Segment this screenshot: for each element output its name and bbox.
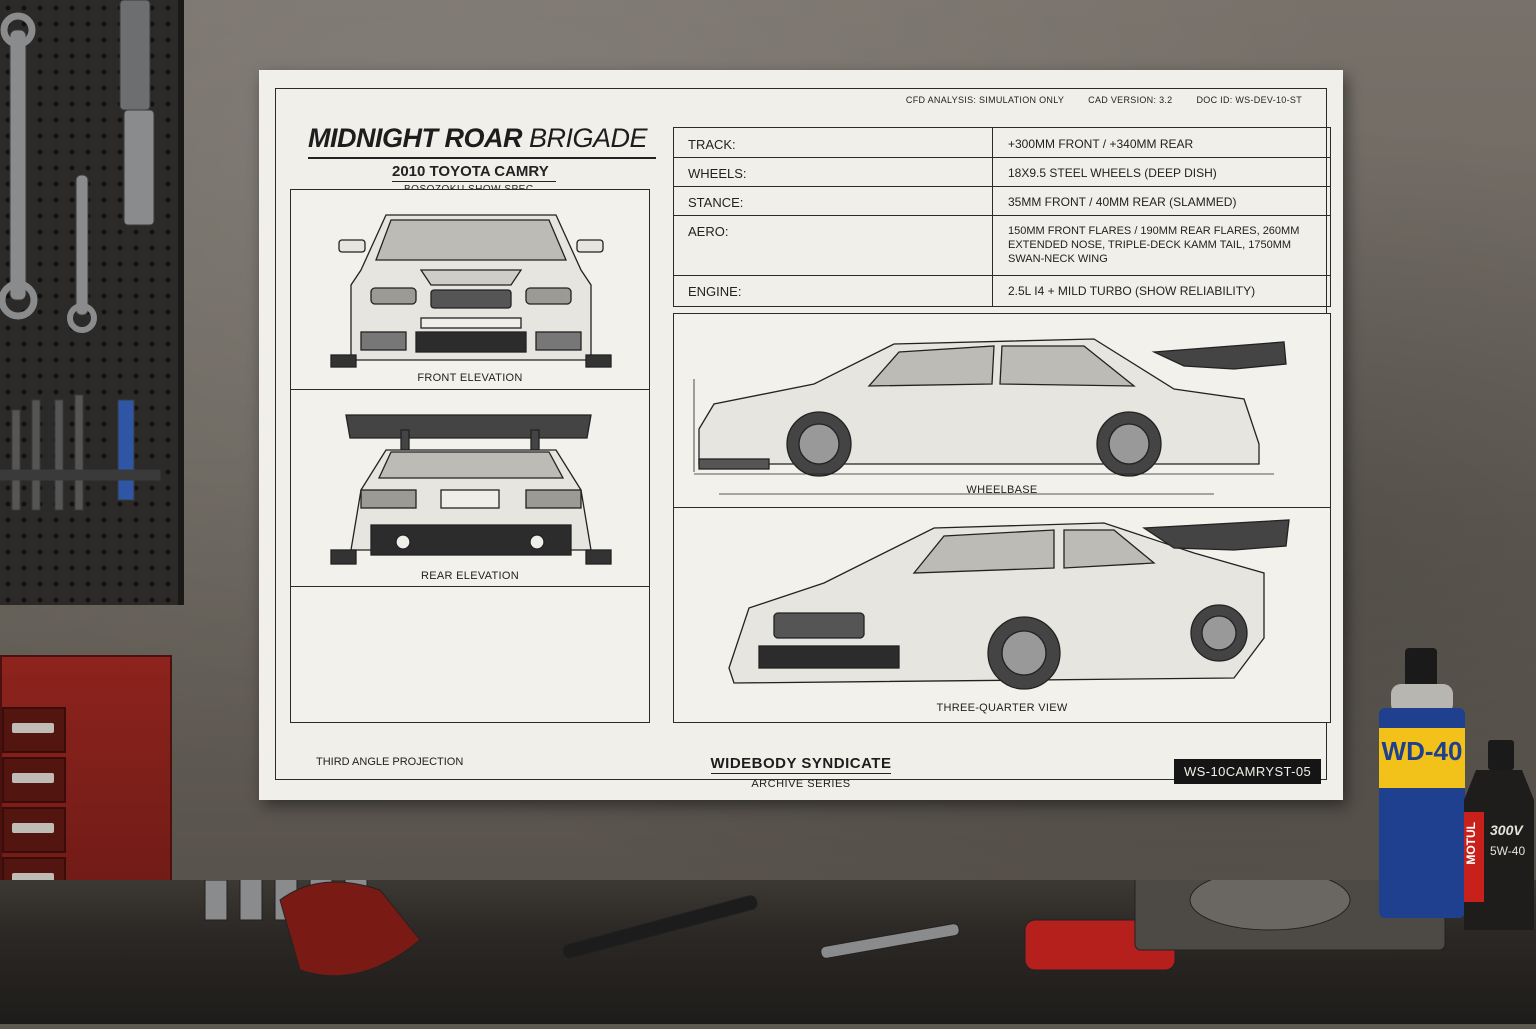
spec-key: AERO: xyxy=(688,224,729,239)
spec-row-wheels: WHEELS: 18X9.5 STEEL WHEELS (DEEP DISH) xyxy=(674,157,1330,187)
spec-row-stance: STANCE: 35MM FRONT / 40MM REAR (SLAMMED) xyxy=(674,186,1330,216)
series-name: ARCHIVE SERIES xyxy=(751,778,851,790)
tool-pegboard xyxy=(0,0,184,605)
spec-value: 18X9.5 STEEL WHEELS (DEEP DISH) xyxy=(1008,166,1217,180)
hanging-tools xyxy=(0,0,161,511)
cfd-note: CFD ANALYSIS: SIMULATION ONLY xyxy=(905,95,1065,105)
spec-key: WHEELS: xyxy=(688,166,747,181)
spec-value: 2.5L I4 + MILD TURBO (SHOW RELIABILITY) xyxy=(1008,284,1256,298)
three-quarter-drawing xyxy=(728,519,1290,690)
poster-frame: CFD ANALYSIS: SIMULATION ONLY CAD VERSIO… xyxy=(275,88,1331,790)
wheelbase-label: WHEELBASE xyxy=(966,484,1038,496)
brand-underline xyxy=(308,157,656,159)
drawer-handle xyxy=(12,773,54,783)
spec-value: 35MM FRONT / 40MM REAR (SLAMMED) xyxy=(1008,195,1237,209)
blueprint-poster: CFD ANALYSIS: SIMULATION ONLY CAD VERSIO… xyxy=(259,70,1343,800)
front-elevation-panel: FRONT ELEVATION xyxy=(290,189,650,391)
cad-version: CAD VERSION: 3.2 xyxy=(1088,95,1173,105)
doc-id: DOC ID: WS-DEV-10-ST xyxy=(1196,95,1302,105)
spec-value: +300MM FRONT / +340MM REAR xyxy=(1008,137,1194,151)
spec-row-track: TRACK: +300MM FRONT / +340MM REAR xyxy=(674,128,1330,158)
motul-brand: MOTUL xyxy=(1464,822,1478,865)
maker-name: WIDEBODY SYNDICATE xyxy=(710,755,892,774)
bench-tools xyxy=(204,859,1446,977)
drawer-handle xyxy=(12,823,54,833)
wd40-can-drawing xyxy=(1379,648,1465,918)
motul-grade: 5W-40 xyxy=(1490,844,1526,858)
side-view-panel: WHEELBASE xyxy=(673,313,1331,509)
front-elevation-label: FRONT ELEVATION xyxy=(417,372,523,384)
spec-row-aero: AERO: 150MM FRONT FLARES / 190MM REAR FL… xyxy=(674,215,1330,276)
subtitle-underline xyxy=(392,181,556,182)
spec-table-divider xyxy=(992,128,993,306)
spec-key: TRACK: xyxy=(688,137,736,152)
poster-brand: MIDNIGHT ROAR BRIGADE xyxy=(308,123,648,154)
side-view-drawing xyxy=(693,338,1287,495)
rear-elevation-panel: REAR ELEVATION xyxy=(290,389,650,588)
maker-block: WIDEBODY SYNDICATE ARCHIVE SERIES xyxy=(666,755,936,790)
motul-bottle: MOTUL 300V 5W-40 xyxy=(1462,740,1536,930)
doc-meta: CFD ANALYSIS: SIMULATION ONLY CAD VERSIO… xyxy=(906,95,1302,105)
toolbox-drawer xyxy=(2,707,66,753)
wd40-can: WD-40 xyxy=(1377,648,1467,920)
drawer-handle xyxy=(12,723,54,733)
red-toolbox xyxy=(0,655,172,924)
brand-bold: MIDNIGHT ROAR xyxy=(308,123,522,153)
spec-key: ENGINE: xyxy=(688,284,742,299)
workbench xyxy=(0,859,1536,1024)
three-quarter-label: THREE-QUARTER VIEW xyxy=(936,702,1068,714)
spec-key: STANCE: xyxy=(688,195,744,210)
motul-line: 300V xyxy=(1490,822,1523,838)
drawer-handle xyxy=(12,873,54,883)
brand-light: BRIGADE xyxy=(529,123,648,153)
toolbox-drawer xyxy=(2,757,66,803)
car-model-title: 2010 TOYOTA CAMRY xyxy=(392,163,549,180)
three-quarter-view-panel: THREE-QUARTER VIEW xyxy=(673,507,1331,723)
drawing-code-badge: WS-10CAMRYST-05 xyxy=(1174,759,1322,784)
notes-panel xyxy=(290,586,650,723)
rear-elevation-label: REAR ELEVATION xyxy=(421,570,519,582)
projection-note: THIRD ANGLE PROJECTION xyxy=(316,756,464,768)
front-elevation-drawing xyxy=(330,214,612,368)
wd40-label: WD-40 xyxy=(1381,736,1463,766)
toolbox-drawer xyxy=(2,807,66,853)
rear-elevation-drawing xyxy=(330,414,612,565)
spec-table: TRACK: +300MM FRONT / +340MM REAR WHEELS… xyxy=(673,127,1331,307)
motul-bottle-drawing xyxy=(1464,740,1534,930)
spec-row-engine: ENGINE: 2.5L I4 + MILD TURBO (SHOW RELIA… xyxy=(674,275,1330,305)
spec-value: 150MM FRONT FLARES / 190MM REAR FLARES, … xyxy=(1008,225,1300,265)
